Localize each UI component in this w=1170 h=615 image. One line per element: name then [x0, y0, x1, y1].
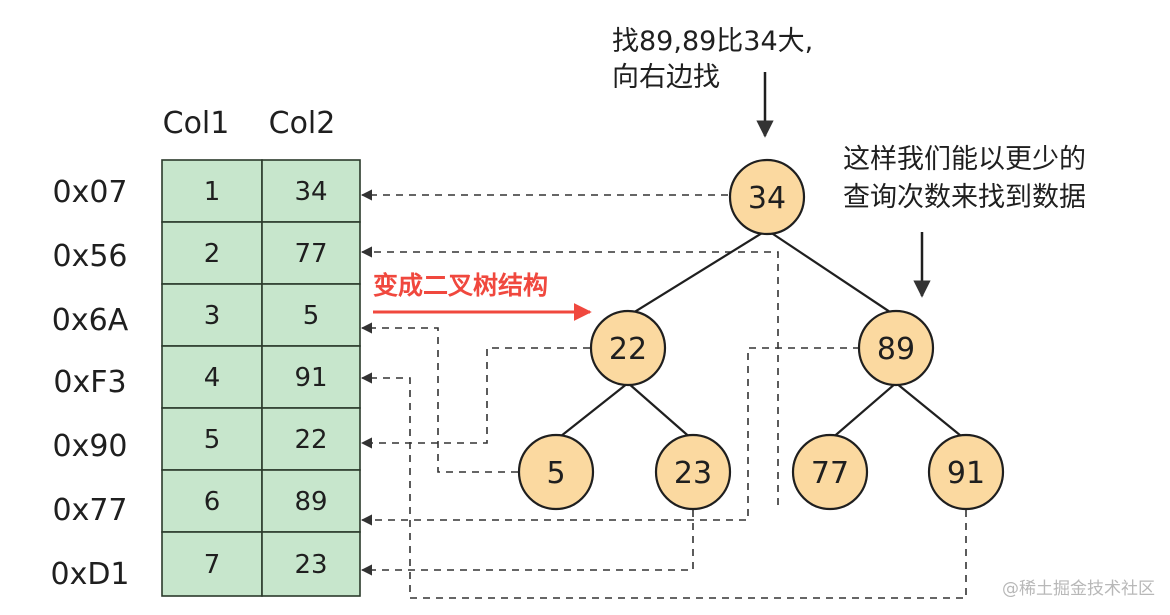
table-cell: [161, 159, 263, 223]
cell-col2: 34: [294, 177, 327, 207]
search-note-line2: 向右边找: [612, 62, 720, 93]
tree-node-value: 91: [947, 456, 985, 491]
row-address: 0x07: [52, 175, 127, 210]
tree-node-value: 23: [674, 456, 712, 491]
pointer-line-22: [360, 347, 590, 449]
data-table: [161, 159, 361, 597]
cell-col2: 23: [294, 550, 327, 580]
benefit-note-line1: 这样我们能以更少的: [843, 144, 1086, 175]
table-cell: [161, 531, 263, 597]
row-address: 0xD1: [50, 557, 129, 592]
cell-col2: 5: [303, 301, 320, 331]
tree-node-value: 34: [748, 181, 786, 216]
row-address: 0xF3: [53, 365, 126, 400]
tree-node: [857, 309, 935, 387]
cell-col2: 89: [294, 487, 327, 517]
search-note-line1: 找89,89比34大,: [612, 26, 813, 57]
cell-col1: 4: [204, 363, 221, 393]
pointer-line-89: [360, 347, 860, 526]
table-cell: [261, 159, 361, 223]
cell-col2: 22: [294, 425, 327, 455]
tree-node-value: 5: [546, 456, 565, 491]
tree-node-value: 77: [811, 456, 849, 491]
cell-col1: 2: [204, 239, 221, 269]
col2-header: Col2: [269, 106, 336, 141]
watermark-text: @稀土掘金技术社区: [1002, 579, 1155, 599]
tree-node: [517, 433, 595, 511]
transform-label: 变成二叉树结构: [373, 271, 548, 300]
tree-node: [791, 433, 869, 511]
row-address: 0x6A: [52, 303, 129, 338]
cell-col1: 3: [204, 301, 221, 331]
binary-tree: [517, 158, 1005, 511]
pointer-lines: [360, 189, 967, 599]
benefit-note-line2: 查询次数来找到数据: [843, 182, 1086, 213]
tree-node: [589, 309, 667, 387]
cell-col1: 5: [204, 425, 221, 455]
tree-edge: [627, 382, 694, 441]
pointer-line-5: [360, 322, 518, 473]
tree-node-value: 22: [609, 332, 647, 367]
table-cell: [261, 345, 361, 409]
table-cell: [261, 469, 361, 533]
row-address: 0x90: [52, 429, 127, 464]
table-cell: [161, 221, 263, 285]
tree-edge: [627, 229, 768, 317]
pointer-line-77: [360, 246, 779, 505]
tree-node-root: [728, 158, 806, 236]
pointer-line-23: [360, 510, 694, 576]
table-cell: [261, 221, 361, 285]
cell-col1: 6: [204, 487, 221, 517]
col1-header: Col1: [163, 106, 230, 141]
tree-node: [654, 433, 732, 511]
tree-node-value: 89: [877, 332, 915, 367]
tree-edge: [895, 382, 967, 441]
row-address: 0x77: [52, 493, 127, 528]
tree-edge: [829, 382, 897, 441]
cell-col2: 77: [294, 239, 327, 269]
table-cell: [261, 283, 361, 347]
pointer-line-91: [360, 372, 967, 599]
tree-node: [927, 433, 1005, 511]
cell-col1: 7: [204, 550, 221, 580]
tree-edge: [555, 382, 629, 441]
cell-col2: 91: [294, 363, 327, 393]
table-cell: [261, 531, 361, 597]
tree-edge: [766, 229, 897, 317]
row-address: 0x56: [52, 239, 127, 274]
tree-edges: [555, 229, 967, 441]
cell-col1: 1: [204, 177, 221, 207]
table-cell: [261, 407, 361, 471]
